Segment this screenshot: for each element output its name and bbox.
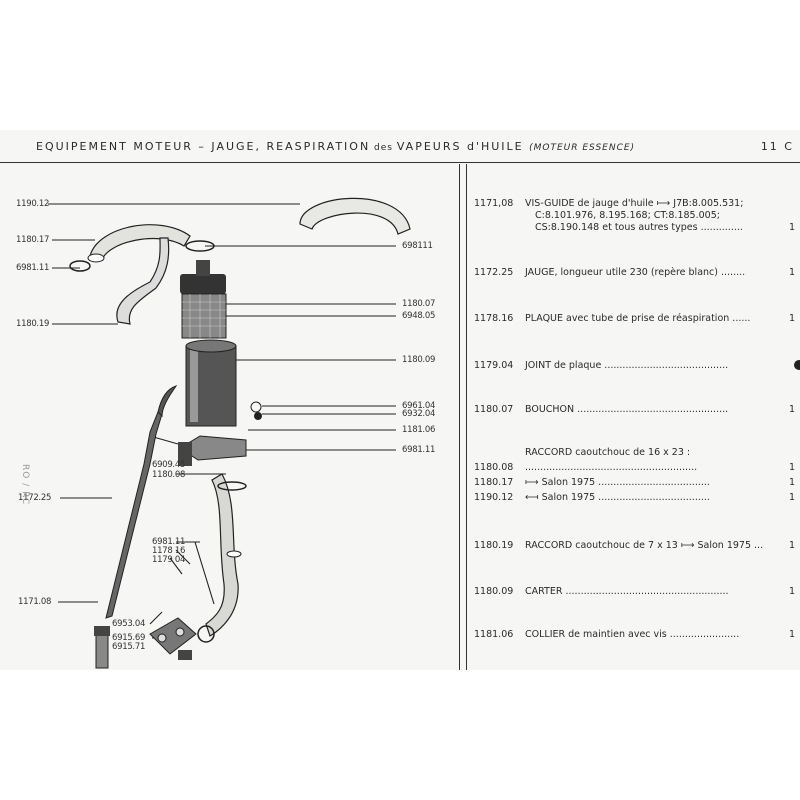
part-desc: VIS-GUIDE de jauge d'huile ⟼ J7B:8.005.5… <box>525 198 744 209</box>
part-qty: 1 <box>789 267 796 278</box>
column-divider <box>466 164 467 670</box>
callout-1172-25: 1172.25 <box>18 493 52 503</box>
part-code: 1180.08 <box>474 462 514 473</box>
part-group-title: RACCORD caoutchouc de 16 x 23 : <box>525 447 691 458</box>
callout-1190-12: 1190.12 <box>16 199 50 209</box>
callout-6953-04: 6953.04 <box>112 619 146 629</box>
part-qty: 1 <box>789 462 796 473</box>
part-desc: ⟻ Salon 1975 ...........................… <box>525 492 710 503</box>
header-rule <box>0 162 800 163</box>
part-code: 1180.09 <box>474 586 514 597</box>
part-desc: ........................................… <box>525 462 698 473</box>
callout-1180-07: 1180.07 <box>402 299 436 309</box>
part-desc-line3: CS:8.190.148 et tous autres types ......… <box>535 222 743 233</box>
callout-1171-08: 1171.08 <box>18 597 52 607</box>
part-desc: BOUCHON ................................… <box>525 404 729 415</box>
diagram-drawing <box>48 197 411 669</box>
header-part2: JAUGE, REASPIRATION <box>211 140 371 153</box>
callout-6948-05: 6948.05 <box>402 311 436 321</box>
catalog-page: EQUIPEMENT MOTEUR – JAUGE, REASPIRATION … <box>0 130 800 670</box>
part-qty: 1 <box>789 540 796 551</box>
callout-1178-16: 1178 16 <box>152 546 186 556</box>
part-desc: ⟼ Salon 1975 ...........................… <box>525 477 710 488</box>
part-qty: 1 <box>789 222 796 233</box>
header-part3: VAPEURS d'HUILE <box>396 140 524 153</box>
part-code: 1180.17 <box>474 477 514 488</box>
page-header: EQUIPEMENT MOTEUR – JAUGE, REASPIRATION … <box>36 140 796 160</box>
callout-6932-04: 6932.04 <box>402 409 436 419</box>
header-moteur: (MOTEUR ESSENCE) <box>529 143 636 153</box>
part-code: 1190.12 <box>474 492 514 503</box>
side-mark: RO / RC <box>20 464 30 506</box>
callout-6981-11-c: 6981.11 <box>152 537 186 547</box>
callout-6915-69: 6915.69 <box>112 633 146 643</box>
part-qty: 1 <box>789 404 796 415</box>
callout-6915-71: 6915.71 <box>112 642 146 652</box>
part-code: 1171,08 <box>474 198 514 209</box>
callout-1180-17: 1180.17 <box>16 235 50 245</box>
part-desc: JAUGE, longueur utile 230 (repère blanc)… <box>525 267 746 278</box>
callout-1179-04: 1179 04 <box>152 555 186 565</box>
callout-1181-06: 1181.06 <box>402 425 436 435</box>
part-qty: 1 <box>789 586 796 597</box>
part-code: 1180.07 <box>474 404 514 415</box>
callout-698111: 698111 <box>402 241 433 251</box>
part-desc: COLLIER de maintien avec vis ...........… <box>525 629 740 640</box>
part-desc: JOINT de plaque ........................… <box>525 360 729 371</box>
callout-6981-11-b: 6981.11 <box>402 445 436 455</box>
callout-1180-08: 1180.08 <box>152 470 186 480</box>
part-qty: 1 <box>789 477 796 488</box>
callout-6981-11: 6981.11 <box>16 263 50 273</box>
part-qty: 1 <box>789 313 796 324</box>
callout-6909-45: 6909.45 <box>152 460 186 470</box>
part-qty: 1 <box>789 629 796 640</box>
part-desc: RACCORD caoutchouc de 7 x 13 ⟼ Salon 197… <box>525 540 764 551</box>
header-des: des <box>370 143 397 153</box>
callout-1180-19: 1180.19 <box>16 319 50 329</box>
header-dash: – <box>192 140 212 153</box>
part-code: 1181.06 <box>474 629 514 640</box>
part-code: 1180.19 <box>474 540 514 551</box>
part-desc: CARTER .................................… <box>525 586 729 597</box>
part-code: 1179.04 <box>474 360 514 371</box>
header-part1: EQUIPEMENT MOTEUR <box>36 140 193 153</box>
exploded-diagram: 1190.12 1180.17 6981.11 1180.19 698111 1… <box>0 164 458 670</box>
page-number: 11 C <box>760 140 794 153</box>
column-divider <box>459 164 460 670</box>
part-code: 1172.25 <box>474 267 514 278</box>
callout-1180-09: 1180.09 <box>402 355 436 365</box>
part-code: 1178.16 <box>474 313 514 324</box>
part-desc: PLAQUE avec tube de prise de réaspiratio… <box>525 313 751 324</box>
qty-bullet <box>794 360 800 370</box>
parts-list: 1171,08 VIS-GUIDE de jauge d'huile ⟼ J7B… <box>467 164 800 670</box>
part-desc-line2: C:8.101.976, 8.195.168; CT:8.185.005; <box>535 210 720 221</box>
callout-6961-04: 6961.04 <box>402 401 436 411</box>
part-qty: 1 <box>789 492 796 503</box>
